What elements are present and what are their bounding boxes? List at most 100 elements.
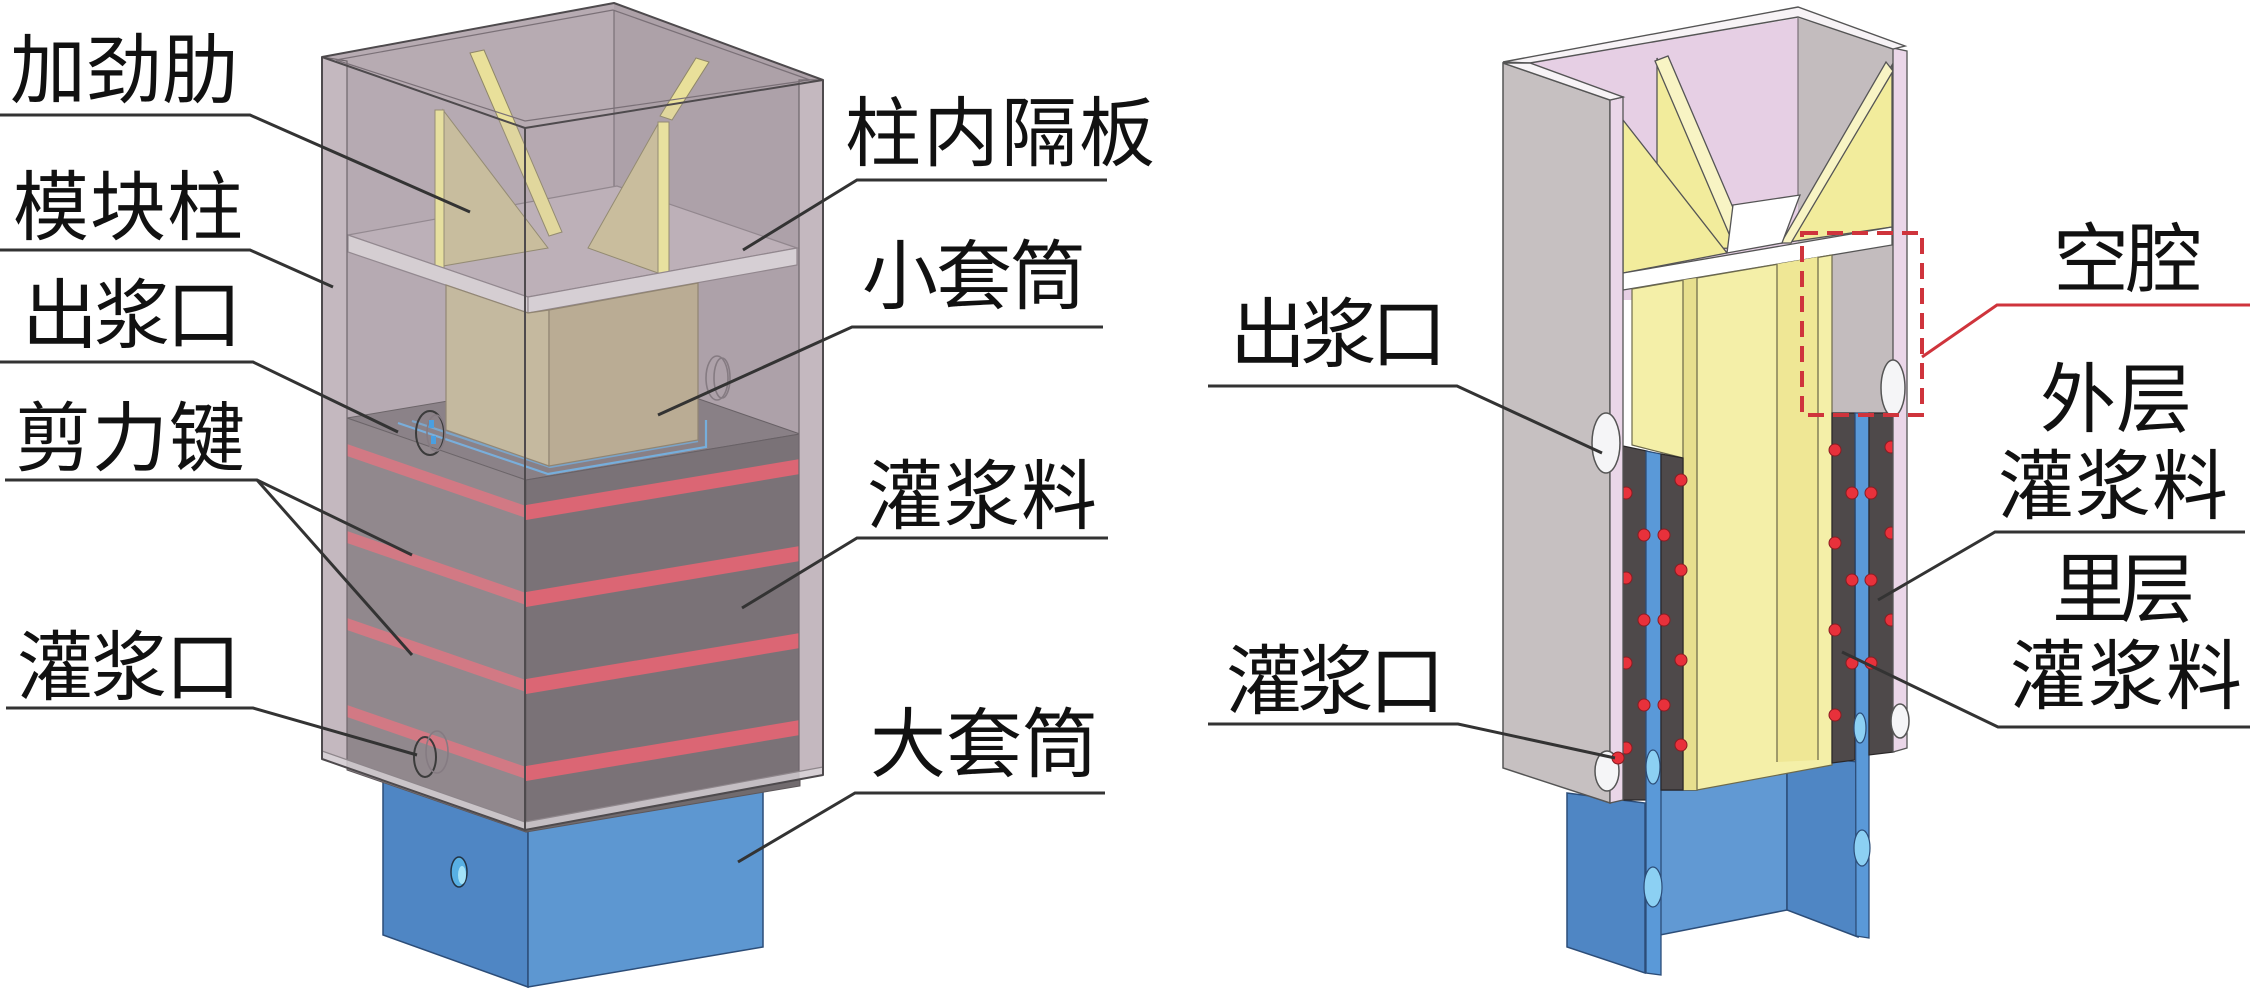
sleeve-notch-icon bbox=[1853, 712, 1867, 744]
shear-key-dot bbox=[1828, 708, 1842, 722]
shear-key-dot bbox=[1637, 698, 1651, 712]
large-sleeve-outline-inner bbox=[411, 419, 699, 469]
leader-line-grout-inlet-section bbox=[1208, 722, 1616, 760]
column-left-wall-thickness bbox=[321, 56, 348, 769]
sleeve-notch-icon bbox=[1643, 866, 1663, 908]
leader-line-column-diaphragm bbox=[742, 178, 1107, 252]
shear-key-dot bbox=[1845, 573, 1859, 587]
label-large-sleeve: 大套筒 bbox=[870, 700, 1098, 789]
label-inner-grout-line1: 里层 bbox=[2052, 545, 2195, 634]
cavity-highlight-box bbox=[1800, 231, 1924, 417]
right-figure: 出浆口 灌浆口 空腔 外层 灌浆料 里层 灌浆料 bbox=[1208, 6, 2250, 976]
column-front-left-wall bbox=[322, 57, 525, 830]
label-grout-inlet-section: 灌浆口 bbox=[1226, 637, 1445, 726]
grout-outlet-hole-blue-mark bbox=[431, 436, 436, 444]
grout-inlet-hole-back bbox=[425, 730, 449, 774]
shear-key-dot bbox=[1828, 443, 1842, 457]
shear-key-dot bbox=[1674, 653, 1688, 667]
label-column-diaphragm: 柱内隔板 bbox=[845, 89, 1155, 178]
column-top-inner-rim bbox=[335, 9, 811, 122]
shear-key-band bbox=[526, 459, 800, 520]
column-right-wall-thickness bbox=[798, 79, 824, 780]
large-sleeve-top-outline bbox=[397, 419, 708, 476]
large-sleeve-hole-highlight bbox=[458, 866, 466, 884]
sleeve-notch-icon bbox=[1853, 829, 1871, 867]
column-side-hole-icon bbox=[705, 355, 729, 401]
label-outer-grout-line1: 外层 bbox=[2040, 355, 2192, 444]
small-sleeve-web-shade bbox=[1683, 278, 1697, 790]
leader-line-grout bbox=[741, 536, 1108, 610]
column-diaphragm-section bbox=[1622, 194, 1893, 291]
grout-ports bbox=[413, 355, 731, 778]
sleeve-notch-icon bbox=[1645, 749, 1661, 785]
right-figure-labels: 出浆口 灌浆口 空腔 外层 灌浆料 里层 灌浆料 bbox=[1226, 215, 2242, 726]
shear-key-dot bbox=[1828, 623, 1842, 637]
left-figure-labels: 加劲肋 模块柱 出浆口 剪力键 灌浆口 柱内隔板 小套筒 灌浆料 大套筒 bbox=[10, 26, 1155, 789]
label-module-column: 模块柱 bbox=[13, 163, 243, 252]
shear-key-dot bbox=[1657, 613, 1671, 627]
leader-line-small-sleeve bbox=[657, 325, 1103, 417]
diaphragm-opening bbox=[1726, 194, 1801, 254]
column-silhouette-edge bbox=[321, 2, 824, 831]
large-sle​eve-outline-outer bbox=[397, 420, 708, 476]
stiffener-right-edge bbox=[1779, 60, 1894, 244]
shear-key-band bbox=[347, 531, 526, 605]
grout-outlet-hole-icon bbox=[415, 410, 445, 456]
cavity-wall-notch-icon bbox=[1880, 359, 1906, 417]
shear-key-dot bbox=[1674, 563, 1688, 577]
label-grout: 灌浆料 bbox=[867, 452, 1097, 541]
leader-line-outer-grout bbox=[1877, 530, 2245, 602]
stiffener-ribs bbox=[434, 49, 710, 275]
label-grout-outlet-section: 出浆口 bbox=[1230, 290, 1447, 379]
section-holes bbox=[1591, 359, 1910, 908]
small-sleeve bbox=[445, 282, 699, 467]
leader-line-large-sleeve bbox=[737, 791, 1105, 864]
grout-layers-section bbox=[1619, 412, 1898, 976]
shear-key-band bbox=[526, 546, 800, 607]
left-figure-leader-lines bbox=[0, 113, 1108, 864]
leader-line-shear-key-2 bbox=[255, 479, 414, 656]
large-sleeve bbox=[382, 775, 764, 989]
module-column-outline bbox=[321, 2, 824, 831]
label-small-sleeve: 小套筒 bbox=[862, 232, 1086, 321]
small-sleeve-right-face bbox=[548, 282, 699, 467]
grout-outlet-notch-icon bbox=[1591, 412, 1621, 474]
shear-key-dot bbox=[1674, 473, 1688, 487]
large-sleeve-outer-face bbox=[1566, 792, 1646, 975]
shear-key-band bbox=[347, 618, 526, 692]
large-sleeve-inner-face bbox=[1786, 752, 1859, 939]
small-sleeve-flange-shade bbox=[1777, 257, 1818, 762]
label-stiffener: 加劲肋 bbox=[10, 26, 238, 115]
large-sleeve-section-lower bbox=[1566, 752, 1859, 975]
leader-line-grout-inlet bbox=[6, 706, 418, 757]
label-outer-grout-line2: 灌浆料 bbox=[1998, 442, 2228, 531]
shear-key-dot bbox=[1657, 698, 1671, 712]
column-left-wall-top bbox=[1502, 62, 1626, 101]
stiffener-back-left-edge bbox=[469, 49, 563, 237]
grout-inlet-hole-icon bbox=[413, 736, 437, 778]
label-cavity: 空腔 bbox=[2053, 215, 2202, 304]
shear-key-dot bbox=[1657, 528, 1671, 542]
shear-key-dot bbox=[1845, 486, 1859, 500]
lower-wall-notch-icon bbox=[1890, 703, 1910, 739]
shear-key-dot bbox=[1674, 738, 1688, 752]
shear-key-band bbox=[526, 720, 800, 781]
shear-key-band bbox=[347, 705, 526, 779]
shear-key-dot bbox=[1864, 573, 1878, 587]
leader-line-grout-outlet-section bbox=[1208, 384, 1603, 455]
right-figure-leader-lines bbox=[1208, 303, 2250, 760]
shear-key-band bbox=[347, 444, 526, 518]
diaphragm-right-edge bbox=[527, 247, 798, 314]
leader-line-module-column bbox=[0, 248, 334, 289]
leader-line-grout-outlet bbox=[0, 360, 399, 434]
leader-line-stiffener bbox=[0, 113, 471, 214]
module-column-front-walls bbox=[321, 56, 824, 831]
shear-key-dot bbox=[1637, 528, 1651, 542]
shear-key-dot bbox=[1864, 486, 1878, 500]
label-grout-outlet: 出浆口 bbox=[22, 271, 242, 360]
stiffener-ribs-section bbox=[1622, 55, 1894, 274]
column-diaphragm-edges bbox=[347, 234, 798, 314]
grout-outlet-hole-inner bbox=[426, 414, 446, 452]
label-grout-inlet: 灌浆口 bbox=[17, 623, 241, 712]
